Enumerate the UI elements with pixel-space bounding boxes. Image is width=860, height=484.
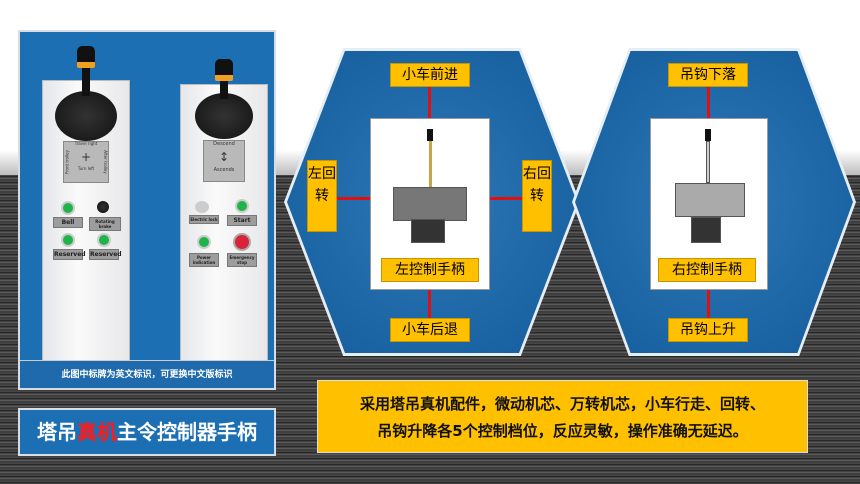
plate-text: Descend <box>213 141 235 147</box>
label-left-handle: 左控制手柄 <box>381 258 479 282</box>
button-label: Reserved <box>53 249 86 260</box>
title-highlight: 真机 <box>77 420 117 444</box>
plate-text: Travel right <box>74 141 98 146</box>
product-title: 塔吊真机主令控制器手柄 <box>18 408 276 456</box>
handle-switch <box>411 219 445 243</box>
rotary-switch[interactable] <box>97 201 109 213</box>
cross-arrows-icon: + <box>80 149 92 164</box>
connector-line <box>428 290 431 318</box>
button-label: Power indication <box>189 253 219 267</box>
joystick-shaft <box>220 77 228 99</box>
joystick-shaft <box>82 66 90 96</box>
handle-shaft <box>429 141 432 189</box>
controller-photo-panel: Travel right + Turn left Front trolley A… <box>18 30 276 390</box>
label-hook-raise: 吊钩上升 <box>668 318 748 342</box>
connector-line <box>707 290 710 318</box>
plate-text: Ascends <box>213 167 235 173</box>
joystick-handle <box>215 59 233 81</box>
handle-mechanism <box>393 187 467 221</box>
joystick-base <box>195 93 253 139</box>
handle-switch <box>691 217 721 243</box>
button-label: Reserved <box>89 249 122 260</box>
up-down-arrow-icon: ↕ <box>218 150 230 164</box>
plate-text: Turn left <box>77 165 95 171</box>
title-text: 主令控制器手柄 <box>117 420 257 444</box>
feature-description: 采用塔吊真机配件，微动机芯、万转机芯，小车行走、回转、 吊钩升降各5个控制档位，… <box>317 380 808 453</box>
title-text: 塔吊 <box>37 420 77 444</box>
handle-mechanism <box>675 183 745 217</box>
button-label: Emergency stop <box>227 253 257 267</box>
panel-caption: 此图中标牌为英文标识，可更换中文版标识 <box>20 360 274 388</box>
joystick-handle <box>77 46 95 68</box>
direction-plate: Travel right + Turn left Front trolley A… <box>63 141 109 183</box>
button-label: Electric lock <box>189 215 219 224</box>
handle-top <box>427 129 433 141</box>
handle-top <box>705 129 711 141</box>
label-trolley-forward: 小车前进 <box>390 63 470 87</box>
power-indicator <box>197 235 211 249</box>
handle-shaft <box>706 141 710 183</box>
plate-text-left: Front trolley <box>64 149 70 175</box>
description-line: 吊钩升降各5个控制档位，反应灵敏，操作准确无延迟。 <box>377 422 748 440</box>
button-label: Start <box>227 215 257 226</box>
reserved-button[interactable] <box>61 233 75 247</box>
direction-plate: Descend ↕ Ascends <box>203 140 245 182</box>
start-button[interactable] <box>235 199 249 213</box>
button-label: Rotating brake <box>89 217 121 231</box>
description-line: 采用塔吊真机配件，微动机芯、万转机芯，小车行走、回转、 <box>359 395 765 413</box>
label-slew-left: 左回转 <box>307 160 337 232</box>
label-hook-lower: 吊钩下落 <box>668 63 748 87</box>
connector-line <box>428 86 431 120</box>
emergency-stop-button[interactable] <box>233 233 251 251</box>
connector-line <box>488 197 524 200</box>
reserved-button[interactable] <box>97 233 111 247</box>
left-controller: Travel right + Turn left Front trolley A… <box>42 46 130 370</box>
electric-lock[interactable] <box>195 201 209 213</box>
label-slew-right: 右回转 <box>522 160 552 232</box>
right-controller: Descend ↕ Ascends Electric lock Start Po… <box>180 59 268 370</box>
plate-text-right: After trolley <box>102 150 108 174</box>
label-trolley-backward: 小车后退 <box>390 318 470 342</box>
connector-line <box>336 197 372 200</box>
bell-button[interactable] <box>61 201 75 215</box>
connector-line <box>707 86 710 120</box>
label-right-handle: 右控制手柄 <box>658 258 756 282</box>
button-label: Bell <box>53 217 83 228</box>
joystick-base <box>55 91 117 141</box>
